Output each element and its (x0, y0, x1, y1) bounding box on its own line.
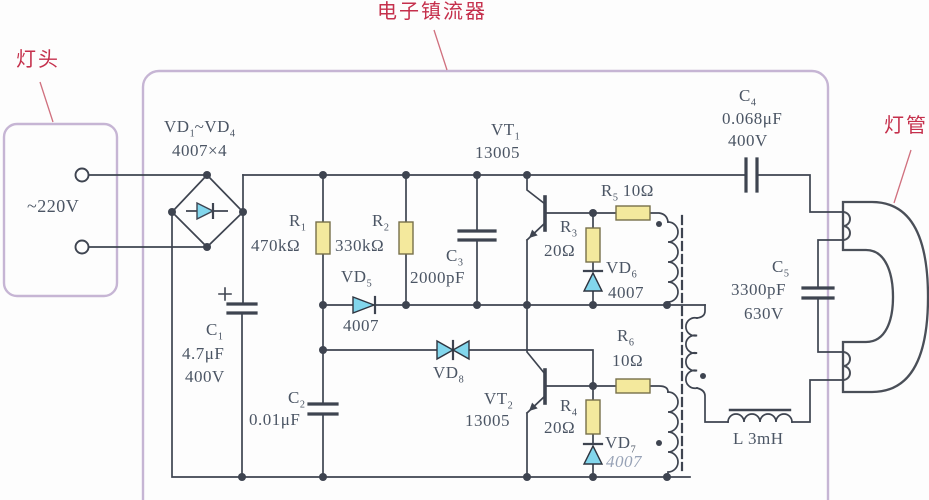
r5-resistor (615, 205, 651, 221)
wire-winding2-top (696, 304, 706, 319)
r4-resistor (585, 399, 601, 435)
wire-winding2-bottom (695, 386, 729, 423)
transformer-winding3 (666, 391, 679, 478)
leader-lines (39, 29, 912, 204)
vd7-diode-icon (582, 444, 604, 465)
vd6-diode-icon (582, 271, 604, 292)
terminal-neutral (74, 239, 90, 255)
terminal-live (74, 167, 90, 183)
wire-ground-rail (171, 211, 691, 478)
resistors (315, 205, 651, 435)
vt2-emitter-arrow (529, 402, 538, 411)
r3-resistor (585, 227, 601, 263)
wire-top-rail (242, 174, 844, 213)
c1-capacitor (226, 302, 258, 315)
c2-capacitor (307, 402, 339, 416)
lamp-filament-bottom (842, 351, 851, 381)
wire-c1-branch (241, 174, 244, 478)
wire-vd8 (322, 349, 594, 387)
r6-resistor (615, 378, 651, 394)
bridge-diode-icon (186, 201, 228, 221)
winding2-phase-dot (700, 373, 706, 379)
inductor-l-coil (727, 413, 793, 423)
wire-c5 (817, 239, 844, 353)
transformer-winding2 (685, 316, 699, 390)
lamp-tube (841, 200, 929, 394)
c5-capacitor (801, 286, 835, 300)
vt1-leads (525, 174, 594, 306)
diodes (352, 271, 604, 465)
transformer-winding1 (666, 221, 679, 306)
input-terminals (74, 167, 90, 255)
lamp-head-box (2, 122, 119, 298)
wires (88, 157, 844, 478)
c4-capacitor (744, 157, 759, 193)
vd5-diode-icon (352, 295, 376, 315)
vt2-leads (525, 304, 594, 478)
c1-plus-sign (218, 287, 232, 301)
transistor-arrows (529, 229, 538, 411)
vd8-diac-right (451, 339, 470, 361)
lamp-filament-top (842, 211, 851, 241)
winding1-phase-dot (656, 221, 662, 227)
winding3-phase-dot (656, 440, 662, 446)
vd8-diac-left (436, 339, 455, 361)
c3-capacitor (457, 229, 497, 242)
r1-resistor (315, 221, 331, 255)
r2-resistor (398, 221, 414, 255)
vt1-emitter-arrow (529, 229, 538, 238)
lamp-tube-outline (841, 200, 929, 394)
junction-dots (168, 171, 706, 481)
wire-lamp-bottom (791, 379, 844, 423)
ballast-box (141, 69, 830, 500)
